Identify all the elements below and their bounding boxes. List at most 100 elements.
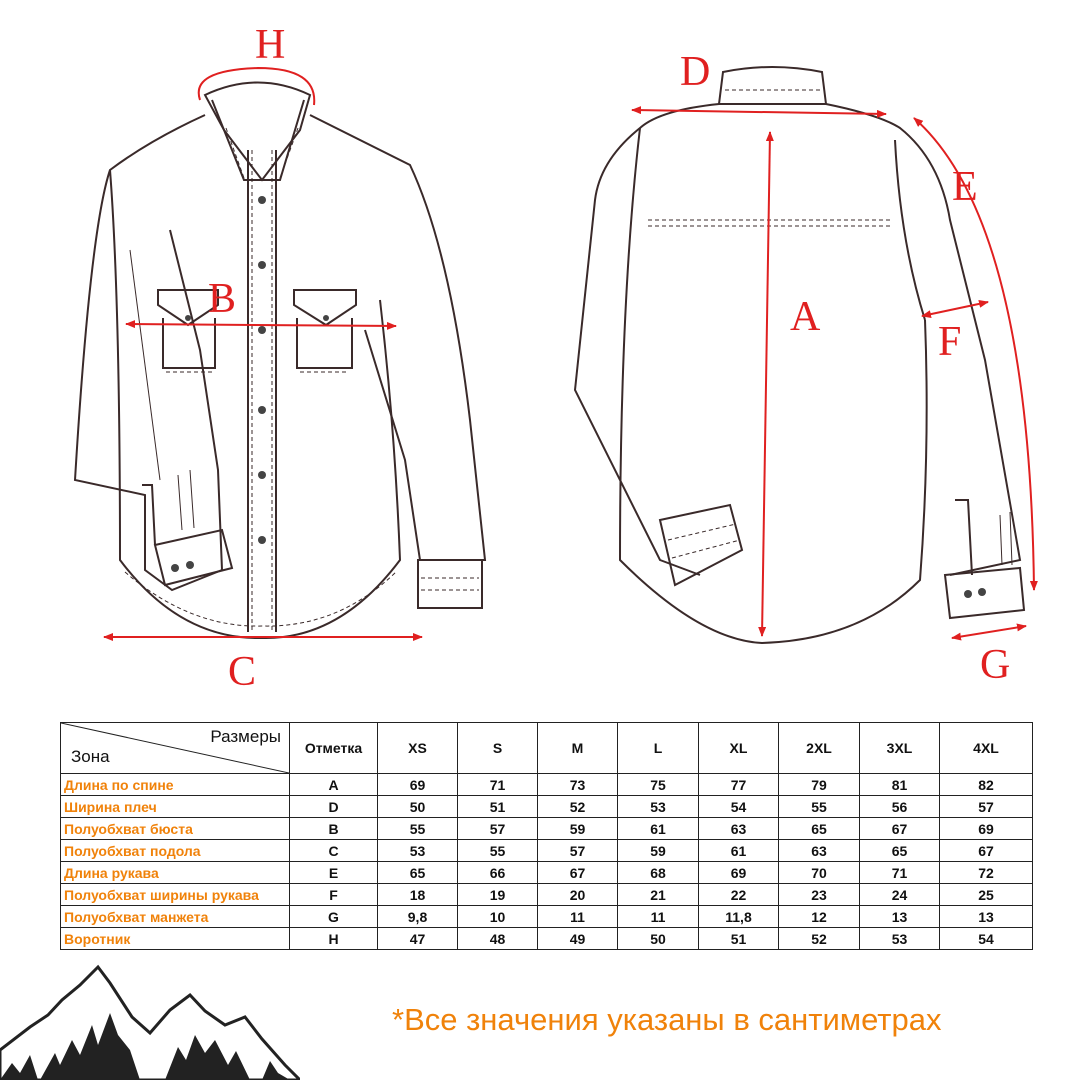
value-cell: 54 — [939, 927, 1033, 950]
size-header: 2XL — [778, 722, 860, 774]
mark-cell: C — [289, 839, 378, 862]
value-cell: 69 — [377, 773, 458, 796]
value-cell: 49 — [537, 927, 618, 950]
value-cell: 56 — [859, 795, 940, 818]
zone-cell: Воротник — [60, 927, 290, 950]
value-cell: 47 — [377, 927, 458, 950]
value-cell: 55 — [377, 817, 458, 840]
size-header: L — [617, 722, 699, 774]
mark-cell: E — [289, 861, 378, 884]
zone-cell: Полуобхват бюста — [60, 817, 290, 840]
value-cell: 65 — [377, 861, 458, 884]
label-h: H — [255, 22, 285, 68]
value-cell: 67 — [537, 861, 618, 884]
mark-cell: B — [289, 817, 378, 840]
value-cell: 63 — [778, 839, 860, 862]
value-cell: 68 — [617, 861, 699, 884]
label-a: A — [790, 294, 821, 340]
value-cell: 79 — [778, 773, 860, 796]
value-cell: 48 — [457, 927, 538, 950]
value-cell: 11 — [537, 905, 618, 928]
value-cell: 65 — [859, 839, 940, 862]
value-cell: 10 — [457, 905, 538, 928]
value-cell: 57 — [537, 839, 618, 862]
value-cell: 24 — [859, 883, 940, 906]
value-cell: 52 — [537, 795, 618, 818]
sleeve-measure-e — [913, 117, 1038, 591]
value-cell: 53 — [377, 839, 458, 862]
value-cell: 53 — [617, 795, 699, 818]
length-measure-a — [758, 131, 774, 637]
corner-sizes-label: Размеры — [210, 727, 281, 746]
size-header: XL — [698, 722, 779, 774]
label-g: G — [980, 642, 1010, 688]
value-cell: 69 — [698, 861, 779, 884]
label-f: F — [938, 319, 961, 365]
zone-cell: Полуобхват манжета — [60, 905, 290, 928]
value-cell: 67 — [859, 817, 940, 840]
corner-zone-label: Зона — [71, 747, 110, 766]
shirt-measurement-diagram: H B C D A E F G — [73, 22, 1038, 695]
mark-cell: A — [289, 773, 378, 796]
value-cell: 73 — [537, 773, 618, 796]
value-cell: 67 — [939, 839, 1033, 862]
size-header: 4XL — [939, 722, 1033, 774]
value-cell: 51 — [457, 795, 538, 818]
back-buttons — [964, 588, 986, 598]
value-cell: 9,8 — [377, 905, 458, 928]
value-cell: 71 — [457, 773, 538, 796]
value-cell: 18 — [377, 883, 458, 906]
value-cell: 72 — [939, 861, 1033, 884]
chest-measure-b — [125, 320, 397, 330]
front-buttons — [171, 196, 329, 572]
value-cell: 75 — [617, 773, 699, 796]
value-cell: 11,8 — [698, 905, 779, 928]
value-cell: 57 — [457, 817, 538, 840]
size-header: S — [457, 722, 538, 774]
measurement-labels: H B C D A E F G — [208, 22, 1010, 695]
label-c: C — [228, 649, 256, 695]
value-cell: 70 — [778, 861, 860, 884]
table-header-row: Размеры Зона Отметка XS S M L XL 2XL 3XL… — [60, 722, 1033, 774]
value-cell: 20 — [537, 883, 618, 906]
value-cell: 13 — [859, 905, 940, 928]
mark-cell: G — [289, 905, 378, 928]
mark-header: Отметка — [289, 722, 378, 774]
value-cell: 57 — [939, 795, 1033, 818]
value-cell: 59 — [617, 839, 699, 862]
value-cell: 25 — [939, 883, 1033, 906]
value-cell: 13 — [939, 905, 1033, 928]
size-chart-table: Размеры Зона Отметка XS S M L XL 2XL 3XL… — [60, 722, 1033, 950]
shoulder-measure-d — [631, 106, 887, 118]
zone-cell: Ширина плеч — [60, 795, 290, 818]
value-cell: 19 — [457, 883, 538, 906]
value-cell: 53 — [859, 927, 940, 950]
value-cell: 71 — [859, 861, 940, 884]
value-cell: 61 — [617, 817, 699, 840]
table-corner-cell: Размеры Зона — [60, 722, 290, 774]
value-cell: 52 — [778, 927, 860, 950]
size-header: XS — [377, 722, 458, 774]
measurement-lines — [103, 66, 1038, 641]
value-cell: 55 — [778, 795, 860, 818]
value-cell: 59 — [537, 817, 618, 840]
value-cell: 63 — [698, 817, 779, 840]
shirt-front-drawing — [73, 81, 487, 640]
label-e: E — [952, 164, 978, 210]
value-cell: 61 — [698, 839, 779, 862]
label-b: B — [208, 276, 236, 322]
sleeve-width-measure-f — [921, 299, 989, 319]
value-cell: 50 — [617, 927, 699, 950]
size-header: M — [537, 722, 618, 774]
value-cell: 21 — [617, 883, 699, 906]
value-cell: 82 — [939, 773, 1033, 796]
collar-measure-h — [197, 66, 316, 106]
